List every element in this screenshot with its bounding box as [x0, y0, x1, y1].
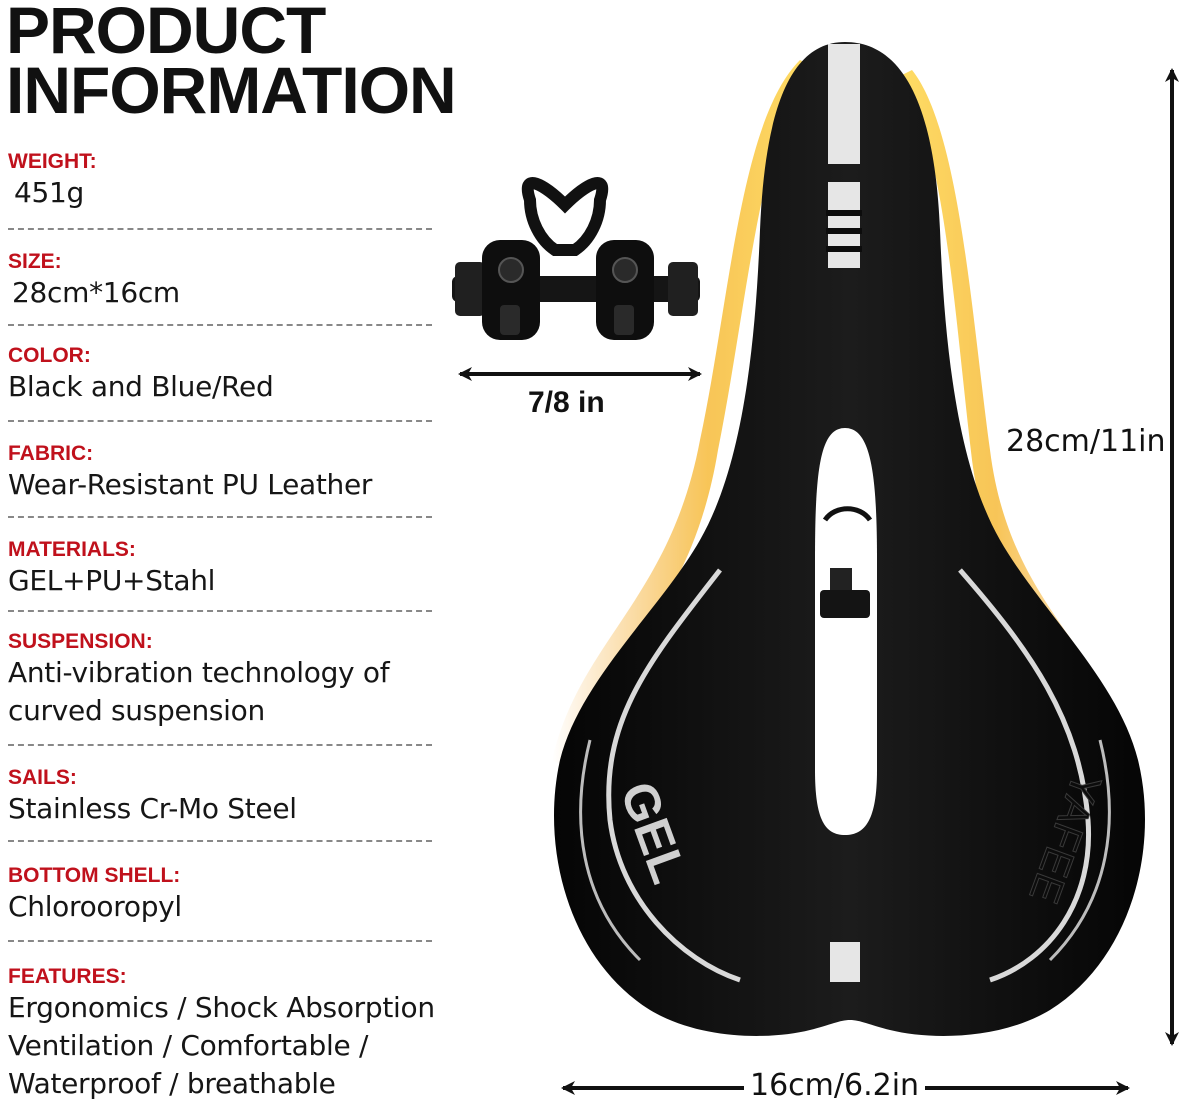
spec-label: SAILS:: [8, 766, 77, 789]
saddle-image: [554, 42, 1145, 1036]
spec-size: SIZE: 28cm*16cm: [8, 250, 478, 312]
divider: [8, 840, 432, 842]
spec-value: Chlorooropyl: [8, 890, 182, 923]
clamp-width-label: 7/8 in: [528, 386, 605, 419]
spec-value: GEL+PU+Stahl: [8, 564, 216, 597]
title-line-1: PRODUCT: [6, 0, 326, 67]
left-glow: [552, 60, 812, 770]
spec-weight: WEIGHT: 451g: [8, 150, 478, 212]
spec-color: COLOR: Black and Blue/Red: [8, 344, 478, 406]
spec-value: Black and Blue/Red: [8, 370, 274, 403]
spec-value: Stainless Cr-Mo Steel: [8, 792, 297, 825]
spec-sails: SAILS: Stainless Cr-Mo Steel: [8, 766, 478, 828]
spec-value: Ergonomics / Shock Absorption Ventilatio…: [8, 991, 435, 1100]
divider: [8, 420, 432, 422]
spec-value: 28cm*16cm: [12, 276, 180, 309]
spec-suspension: SUSPENSION: Anti-vibration technology of…: [8, 630, 478, 730]
spec-features: FEATURES: Ergonomics / Shock Absorption …: [8, 965, 478, 1103]
spec-label: SIZE:: [8, 250, 62, 273]
spec-value: 451g: [14, 176, 85, 209]
spec-value: Wear-Resistant PU Leather: [8, 468, 373, 501]
spec-label: WEIGHT:: [8, 150, 97, 173]
length-label: 28cm/11in: [1004, 424, 1168, 459]
spec-label: MATERIALS:: [8, 538, 136, 561]
page-title: PRODUCT INFORMATION: [6, 0, 457, 127]
spec-label: COLOR:: [8, 344, 91, 367]
divider: [8, 744, 432, 746]
seat-clamp-image: [452, 177, 700, 340]
spec-fabric: FABRIC: Wear-Resistant PU Leather: [8, 442, 478, 504]
divider: [8, 610, 432, 612]
divider: [8, 940, 432, 942]
spec-value: Anti-vibration technology of curved susp…: [8, 656, 390, 727]
spec-label: FABRIC:: [8, 442, 94, 465]
divider: [8, 324, 432, 326]
spec-label: FEATURES:: [8, 965, 127, 988]
right-glow: [900, 70, 1140, 780]
spec-bottom-shell: BOTTOM SHELL: Chlorooropyl: [8, 864, 478, 926]
spec-materials: MATERIALS: GEL+PU+Stahl: [8, 538, 478, 600]
spec-label: SUSPENSION:: [8, 630, 153, 653]
divider: [8, 228, 432, 230]
width-label: 16cm/6.2in: [744, 1068, 926, 1103]
title-line-2: INFORMATION: [6, 53, 457, 127]
divider: [8, 516, 432, 518]
spec-label: BOTTOM SHELL:: [8, 864, 181, 887]
